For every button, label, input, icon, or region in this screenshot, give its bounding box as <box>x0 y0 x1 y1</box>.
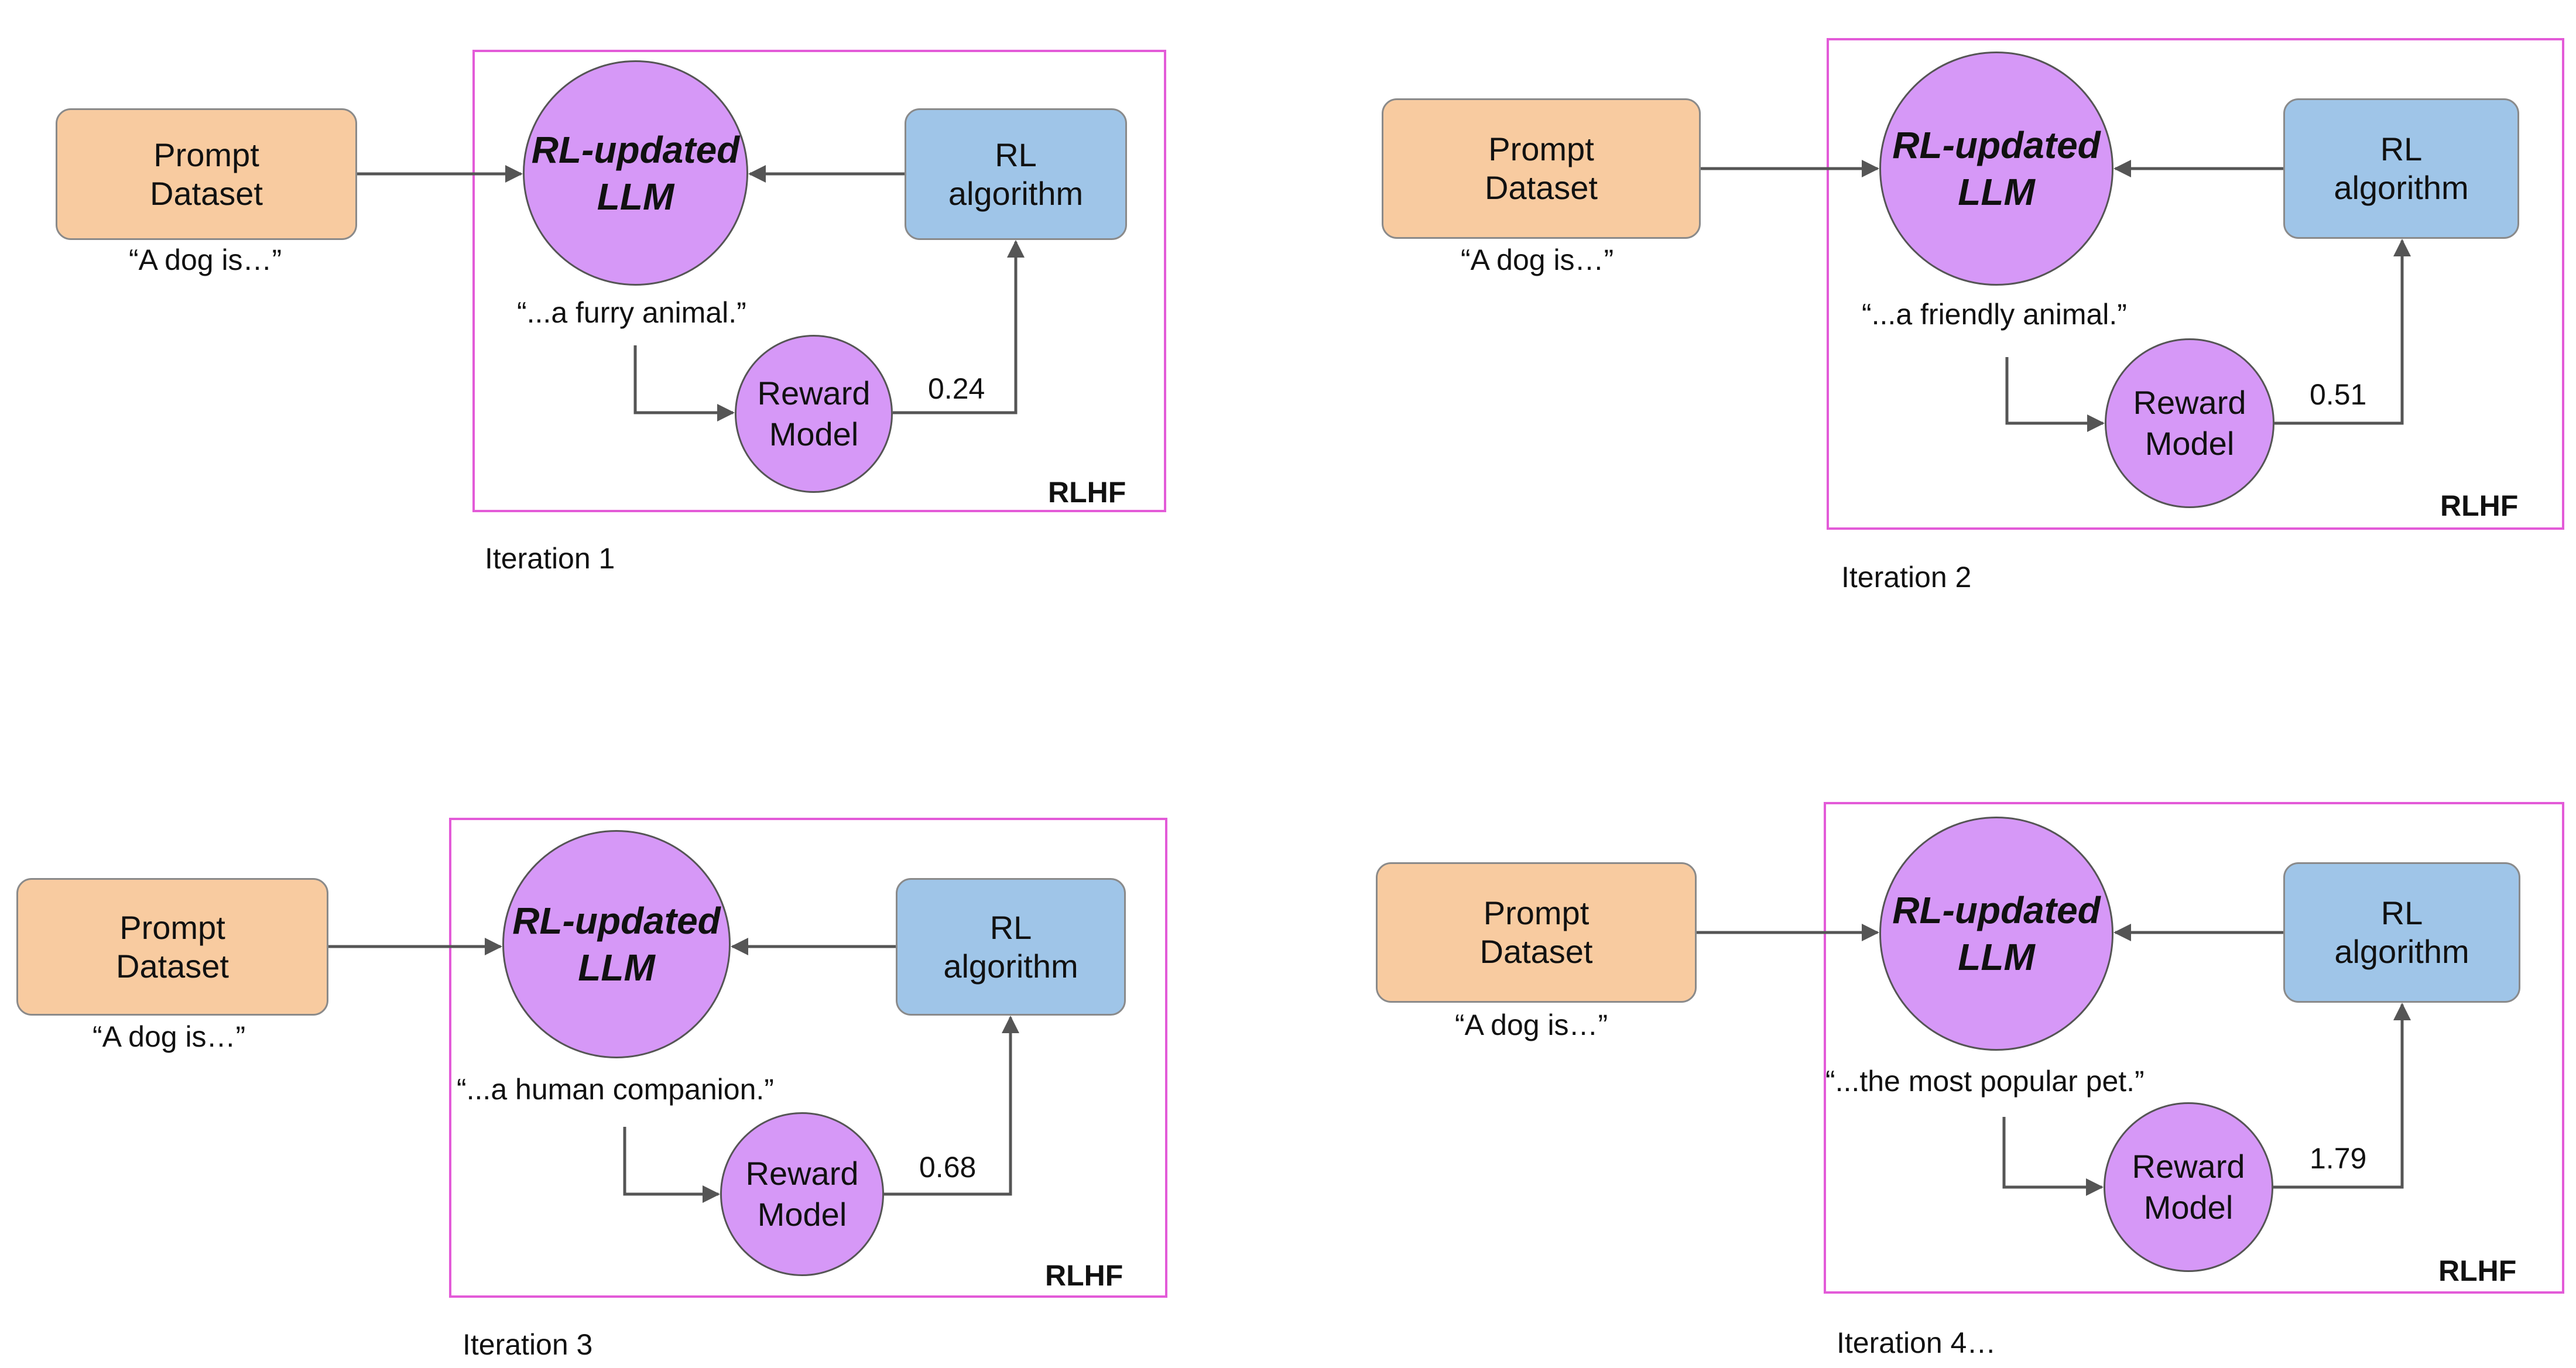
rlhf-label: RLHF <box>2440 489 2519 522</box>
reward-score: 1.79 <box>2310 1142 2367 1175</box>
prompt-dataset-box: Prompt Dataset <box>16 878 328 1016</box>
reward-model-node: Reward Model <box>735 335 893 493</box>
prompt-dataset-box: Prompt Dataset <box>1376 862 1697 1003</box>
rlhf-frame <box>472 50 1166 512</box>
rl-updated-llm-node: RL-updated LLM <box>502 830 731 1058</box>
prompt-dataset-box: Prompt Dataset <box>56 108 357 240</box>
rlhf-label: RLHF <box>2438 1254 2517 1287</box>
prompt-text: “A dog is…” <box>1461 244 1614 276</box>
llm-response-text: “...a furry animal.” <box>517 296 746 329</box>
prompt-text: “A dog is…” <box>93 1020 246 1053</box>
reward-model-node: Reward Model <box>720 1112 884 1276</box>
rlhf-frame <box>1824 802 2564 1294</box>
rl-algorithm-box: RL algorithm <box>896 878 1126 1016</box>
llm-response-text: “...a friendly animal.” <box>1862 298 2127 331</box>
reward-score: 0.24 <box>928 372 985 405</box>
rl-updated-llm-node: RL-updated LLM <box>523 60 748 286</box>
rlhf-frame <box>1827 38 2564 530</box>
reward-to-rl-arrow <box>2273 1003 2411 1189</box>
llm-response-text: “...a human companion.” <box>457 1073 774 1106</box>
rlhf-label: RLHF <box>1045 1259 1123 1292</box>
llm-response-text: “...the most popular pet.” <box>1825 1065 2145 1098</box>
iteration-caption: Iteration 3 <box>463 1328 593 1361</box>
rl-algorithm-box: RL algorithm <box>905 108 1127 240</box>
iteration-caption: Iteration 4… <box>1837 1326 1996 1359</box>
rl-updated-llm-node: RL-updated LLM <box>1879 817 2113 1051</box>
prompt-dataset-box: Prompt Dataset <box>1382 98 1701 239</box>
reward-score: 0.68 <box>919 1151 977 1184</box>
iteration-caption: Iteration 1 <box>485 542 615 575</box>
response-to-reward-arrow <box>2002 1117 2104 1196</box>
reward-to-rl-arrow <box>893 240 1025 414</box>
response-to-reward-arrow <box>633 345 735 421</box>
reward-model-node: Reward Model <box>2104 1102 2273 1272</box>
response-to-reward-arrow <box>2005 357 2105 432</box>
rl-algorithm-box: RL algorithm <box>2283 862 2520 1003</box>
reward-to-rl-arrow <box>2274 239 2411 425</box>
rl-algorithm-box: RL algorithm <box>2283 98 2519 239</box>
rlhf-label: RLHF <box>1048 476 1126 509</box>
response-to-reward-arrow <box>623 1127 720 1203</box>
rl-updated-llm-node: RL-updated LLM <box>1879 52 2113 286</box>
prompt-text: “A dog is…” <box>129 244 282 276</box>
rlhf-frame <box>449 818 1167 1298</box>
prompt-text: “A dog is…” <box>1455 1009 1608 1041</box>
reward-to-rl-arrow <box>884 1016 1019 1196</box>
iteration-caption: Iteration 2 <box>1841 561 1972 594</box>
reward-model-node: Reward Model <box>2105 338 2274 508</box>
reward-score: 0.51 <box>2310 378 2367 411</box>
